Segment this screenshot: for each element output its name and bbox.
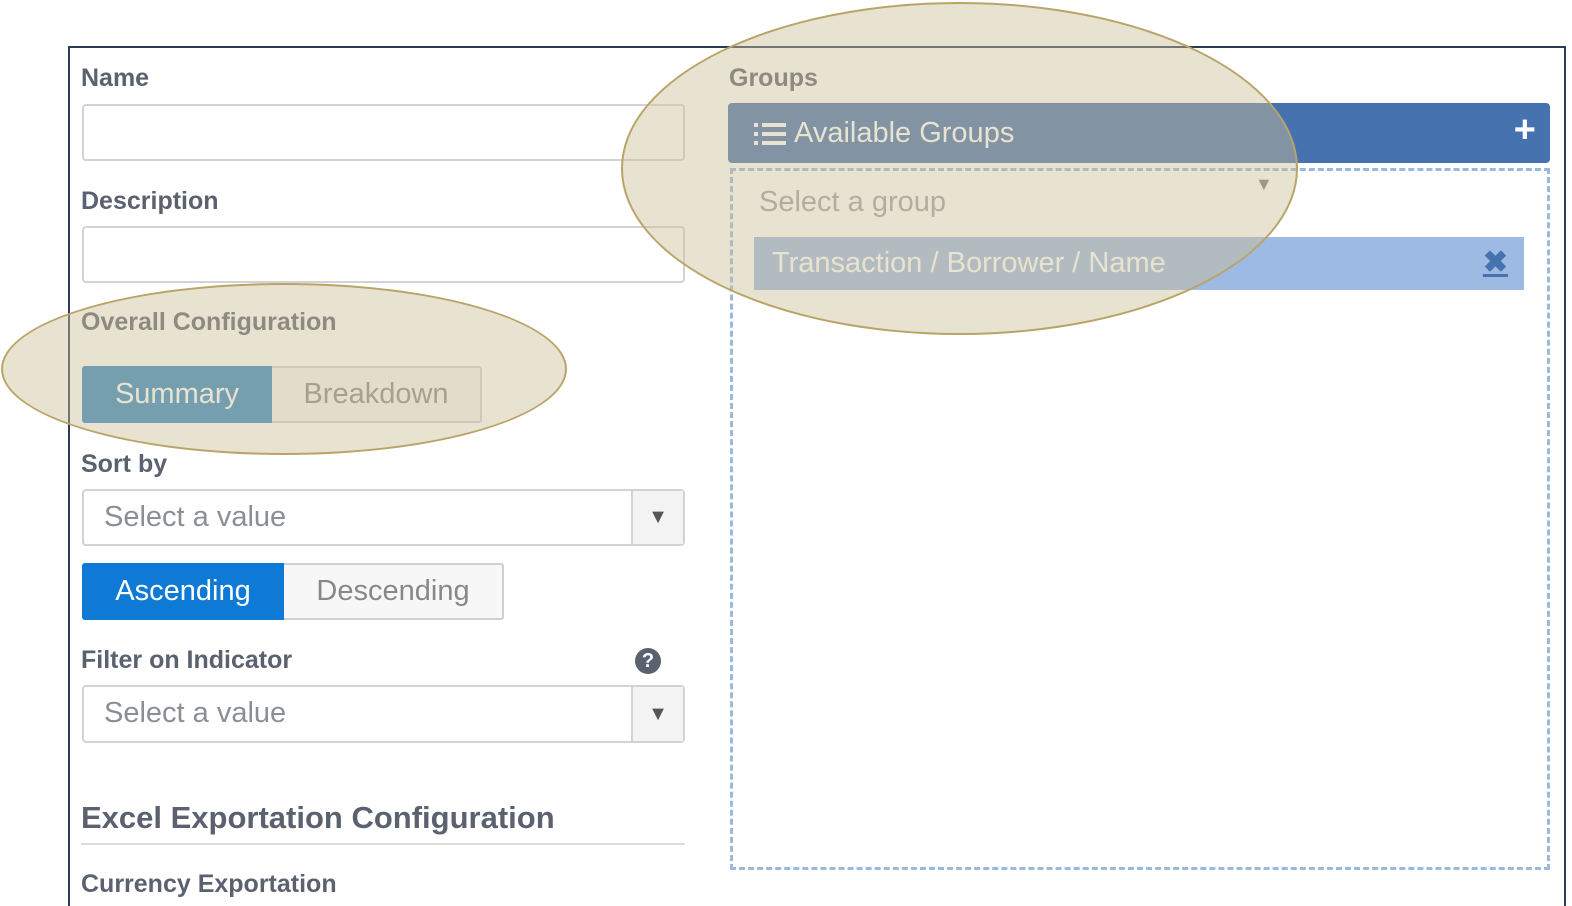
chevron-down-icon[interactable]: ▼ bbox=[631, 491, 683, 544]
excel-section-title: Excel Exportation Configuration bbox=[81, 800, 555, 835]
description-input[interactable] bbox=[82, 226, 685, 283]
ascending-button[interactable]: Ascending bbox=[82, 563, 284, 620]
descending-button[interactable]: Descending bbox=[284, 563, 504, 620]
currency-exportation-label: Currency Exportation bbox=[81, 870, 337, 898]
sort-by-label: Sort by bbox=[81, 450, 168, 478]
close-icon[interactable]: ✖ bbox=[1482, 246, 1508, 279]
highlight-ellipse bbox=[621, 2, 1298, 335]
question-icon[interactable]: ? bbox=[635, 648, 661, 674]
name-label: Name bbox=[81, 64, 150, 92]
filter-indicator-placeholder: Select a value bbox=[104, 697, 287, 729]
highlight-ellipse bbox=[1, 283, 567, 455]
filter-indicator-select[interactable]: Select a value ▼ bbox=[82, 685, 685, 743]
sort-order-toggle: Ascending Descending bbox=[82, 563, 504, 620]
chevron-down-icon[interactable]: ▼ bbox=[631, 687, 683, 741]
section-divider bbox=[81, 843, 685, 845]
sort-by-placeholder: Select a value bbox=[104, 501, 287, 533]
plus-icon[interactable]: + bbox=[1513, 109, 1536, 151]
description-label: Description bbox=[81, 187, 219, 215]
filter-indicator-label: Filter on Indicator bbox=[81, 646, 293, 674]
sort-by-select[interactable]: Select a value ▼ bbox=[82, 489, 685, 546]
name-input[interactable] bbox=[82, 104, 685, 161]
